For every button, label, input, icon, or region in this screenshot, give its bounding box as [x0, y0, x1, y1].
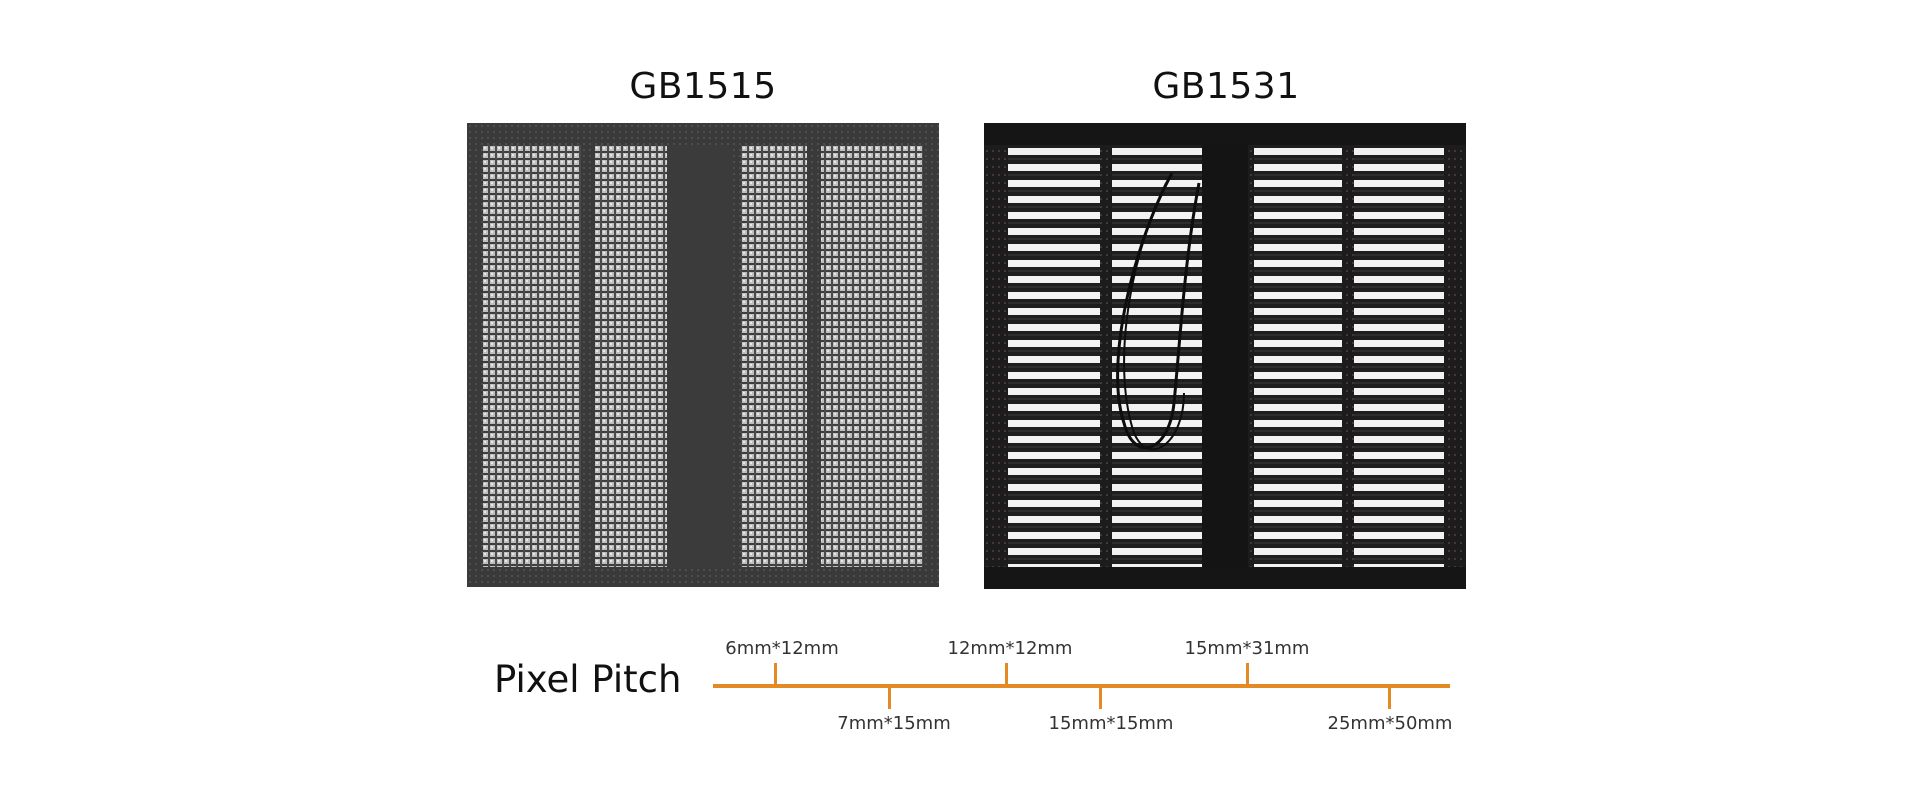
tick-mark — [1099, 687, 1102, 709]
tick-mark — [774, 663, 777, 685]
pitch-mark-label: 15mm*31mm — [1184, 638, 1310, 659]
pitch-mark-label: 25mm*50mm — [1327, 713, 1453, 734]
tick-mark — [1005, 663, 1008, 685]
tick-mark — [888, 687, 891, 709]
tick-mark — [1388, 687, 1391, 709]
gb1531-panel-image — [984, 123, 1466, 589]
pixel-pitch-label: Pixel Pitch — [494, 658, 682, 701]
pitch-mark-label: 6mm*12mm — [725, 638, 839, 659]
pitch-mark-label: 7mm*15mm — [837, 713, 951, 734]
pitch-mark-label: 15mm*15mm — [1048, 713, 1174, 734]
product-title-gb1531: GB1531 — [1152, 66, 1300, 107]
product-title-gb1515: GB1515 — [629, 66, 777, 107]
pitch-mark-label: 12mm*12mm — [947, 638, 1073, 659]
gb1515-panel-image — [467, 123, 939, 587]
tick-mark — [1246, 663, 1249, 685]
pixel-pitch-timeline — [713, 684, 1450, 688]
